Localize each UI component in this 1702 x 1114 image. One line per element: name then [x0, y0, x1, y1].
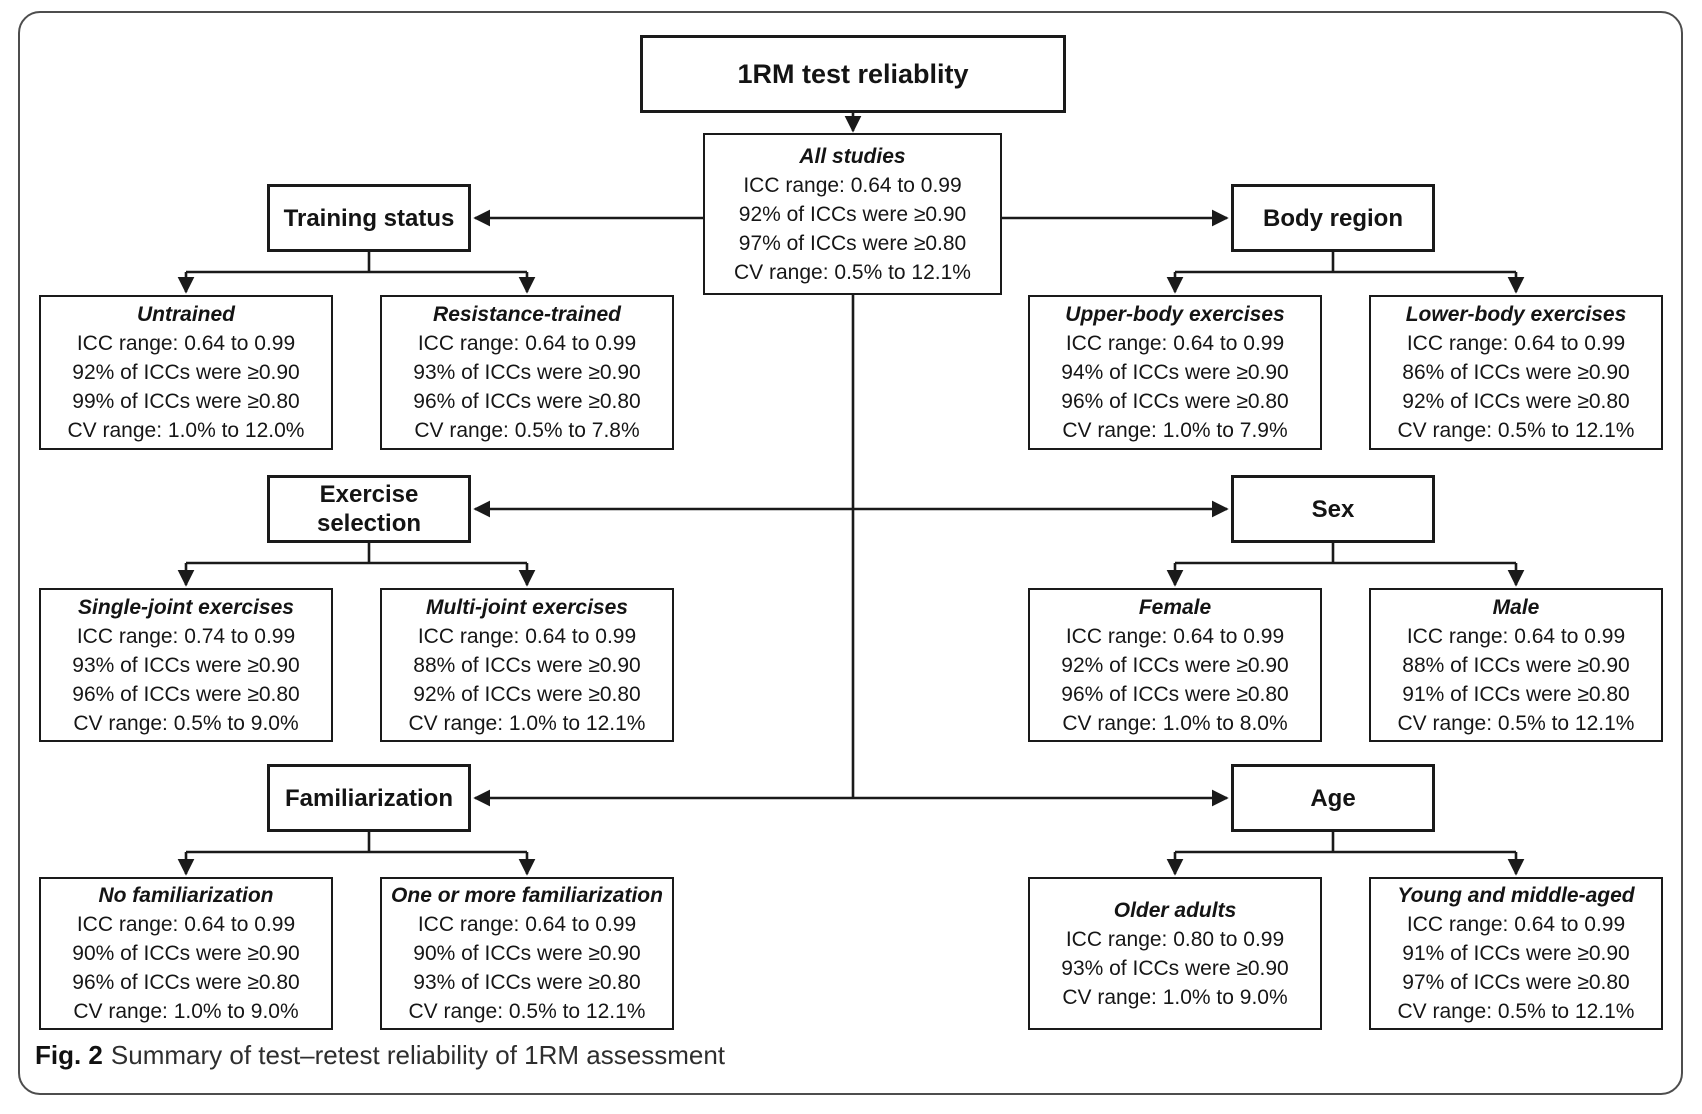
node-title: Female	[1138, 595, 1212, 619]
node-older-adults: Older adults ICC range: 0.80 to 0.99 93%…	[1028, 877, 1322, 1030]
stat-line: 92% of ICCs were ≥0.90	[1061, 653, 1289, 677]
stat-line: ICC range: 0.64 to 0.99	[1065, 332, 1285, 355]
stat-line: 92% of ICCs were ≥0.80	[1402, 390, 1630, 413]
stat-line: ICC range: 0.64 to 0.99	[417, 624, 637, 648]
category-label: Body region	[1262, 204, 1403, 232]
node-title: Young and middle-aged	[1397, 884, 1635, 907]
node-no-familiarization: No familiarization ICC range: 0.64 to 0.…	[39, 877, 333, 1030]
node-title: One or more familiarization	[391, 884, 663, 907]
stat-line: ICC range: 0.80 to 0.99	[1065, 927, 1285, 951]
stat-line: 91% of ICCs were ≥0.80	[1402, 682, 1630, 706]
node-body-region: Body region	[1231, 184, 1435, 252]
node-training-status: Training status	[267, 184, 471, 252]
stat-line: ICC range: 0.74 to 0.99	[76, 624, 296, 648]
stat-line: CV range: 1.0% to 9.0%	[73, 1000, 299, 1023]
stat-line: ICC range: 0.64 to 0.99	[1406, 913, 1626, 936]
node-title: Male	[1492, 595, 1540, 619]
stat-line: 88% of ICCs were ≥0.90	[413, 653, 641, 677]
category-label: Training status	[283, 204, 455, 232]
node-sex: Sex	[1231, 475, 1435, 543]
stat-line: CV range: 1.0% to 7.9%	[1062, 419, 1288, 442]
stat-line: 99% of ICCs were ≥0.80	[72, 390, 300, 413]
category-label: Exercise selection	[316, 481, 422, 537]
figure-caption-number: Fig. 2	[35, 1040, 103, 1070]
node-resistance-trained: Resistance-trained ICC range: 0.64 to 0.…	[380, 295, 674, 450]
figure-title: 1RM test reliablity	[737, 58, 969, 89]
node-title: Upper-body exercises	[1065, 303, 1285, 326]
stat-line: 97% of ICCs were ≥0.80	[1402, 971, 1630, 994]
node-title: No familiarization	[98, 884, 274, 907]
node-title: All studies	[799, 144, 906, 168]
node-multi-joint-exercises: Multi-joint exercises ICC range: 0.64 to…	[380, 588, 674, 742]
stat-line: CV range: 0.5% to 12.1%	[1397, 711, 1635, 735]
stat-line: 96% of ICCs were ≥0.80	[72, 682, 300, 706]
stat-line: CV range: 0.5% to 12.1%	[1397, 419, 1635, 442]
stat-line: ICC range: 0.64 to 0.99	[1406, 624, 1626, 648]
stat-line: ICC range: 0.64 to 0.99	[1406, 332, 1626, 355]
node-title: Untrained	[136, 303, 235, 326]
stat-line: CV range: 0.5% to 7.8%	[414, 419, 640, 442]
stat-line: 96% of ICCs were ≥0.80	[413, 390, 641, 413]
figure-rounded-border	[18, 11, 1683, 1095]
node-upper-body-exercises: Upper-body exercises ICC range: 0.64 to …	[1028, 295, 1322, 450]
node-title: Single-joint exercises	[78, 595, 294, 619]
stat-line: 92% of ICCs were ≥0.90	[72, 361, 300, 384]
stat-line: 92% of ICCs were ≥0.80	[413, 682, 641, 706]
stat-line: 97% of ICCs were ≥0.80	[738, 231, 967, 255]
stat-line: CV range: 1.0% to 9.0%	[1062, 985, 1288, 1009]
stat-line: 93% of ICCs were ≥0.90	[72, 653, 300, 677]
stat-line: 96% of ICCs were ≥0.80	[1061, 682, 1289, 706]
stat-line: 92% of ICCs were ≥0.90	[738, 202, 967, 226]
stat-line: CV range: 1.0% to 12.0%	[67, 419, 305, 442]
node-female: Female ICC range: 0.64 to 0.99 92% of IC…	[1028, 588, 1322, 742]
stat-line: CV range: 1.0% to 12.1%	[408, 711, 646, 735]
node-single-joint-exercises: Single-joint exercises ICC range: 0.74 t…	[39, 588, 333, 742]
stat-line: 96% of ICCs were ≥0.80	[72, 971, 300, 994]
stat-line: CV range: 0.5% to 12.1%	[408, 1000, 646, 1023]
stat-line: CV range: 0.5% to 12.1%	[1397, 1000, 1635, 1023]
node-one-or-more-familiarization: One or more familiarization ICC range: 0…	[380, 877, 674, 1030]
node-exercise-selection: Exercise selection	[267, 475, 471, 543]
stat-line: CV range: 1.0% to 8.0%	[1062, 711, 1288, 735]
node-all-studies: All studies ICC range: 0.64 to 0.99 92% …	[703, 133, 1002, 295]
stat-line: ICC range: 0.64 to 0.99	[76, 913, 296, 936]
stat-line: CV range: 0.5% to 12.1%	[734, 260, 971, 284]
node-male: Male ICC range: 0.64 to 0.99 88% of ICCs…	[1369, 588, 1663, 742]
node-age: Age	[1231, 764, 1435, 832]
node-title: Multi-joint exercises	[426, 595, 628, 619]
node-lower-body-exercises: Lower-body exercises ICC range: 0.64 to …	[1369, 295, 1663, 450]
stat-line: ICC range: 0.64 to 0.99	[417, 332, 637, 355]
stat-line: ICC range: 0.64 to 0.99	[76, 332, 296, 355]
stat-line: 93% of ICCs were ≥0.90	[1061, 956, 1289, 980]
stat-line: 93% of ICCs were ≥0.80	[413, 971, 641, 994]
category-label: Sex	[1311, 495, 1355, 523]
node-young-and-middle-aged: Young and middle-aged ICC range: 0.64 to…	[1369, 877, 1663, 1030]
stat-line: 93% of ICCs were ≥0.90	[413, 361, 641, 384]
node-title: Lower-body exercises	[1405, 303, 1627, 326]
node-familiarization: Familiarization	[267, 764, 471, 832]
node-1rm-test-reliability: 1RM test reliablity	[640, 35, 1066, 113]
stat-line: 90% of ICCs were ≥0.90	[413, 942, 641, 965]
category-label: Age	[1310, 784, 1356, 812]
node-untrained: Untrained ICC range: 0.64 to 0.99 92% of…	[39, 295, 333, 450]
stat-line: ICC range: 0.64 to 0.99	[1065, 624, 1285, 648]
stat-line: 96% of ICCs were ≥0.80	[1061, 390, 1289, 413]
stat-line: 90% of ICCs were ≥0.90	[72, 942, 300, 965]
stat-line: 91% of ICCs were ≥0.90	[1402, 942, 1630, 965]
stat-line: 94% of ICCs were ≥0.90	[1061, 361, 1289, 384]
node-title: Resistance-trained	[433, 303, 621, 326]
node-title: Older adults	[1113, 898, 1237, 922]
stat-line: 88% of ICCs were ≥0.90	[1402, 653, 1630, 677]
stat-line: ICC range: 0.64 to 0.99	[417, 913, 637, 936]
stat-line: 86% of ICCs were ≥0.90	[1402, 361, 1630, 384]
stat-line: CV range: 0.5% to 9.0%	[73, 711, 299, 735]
figure-caption-text: Summary of test–retest reliability of 1R…	[110, 1040, 726, 1070]
category-label: Familiarization	[284, 784, 454, 812]
stat-line: ICC range: 0.64 to 0.99	[743, 173, 962, 197]
